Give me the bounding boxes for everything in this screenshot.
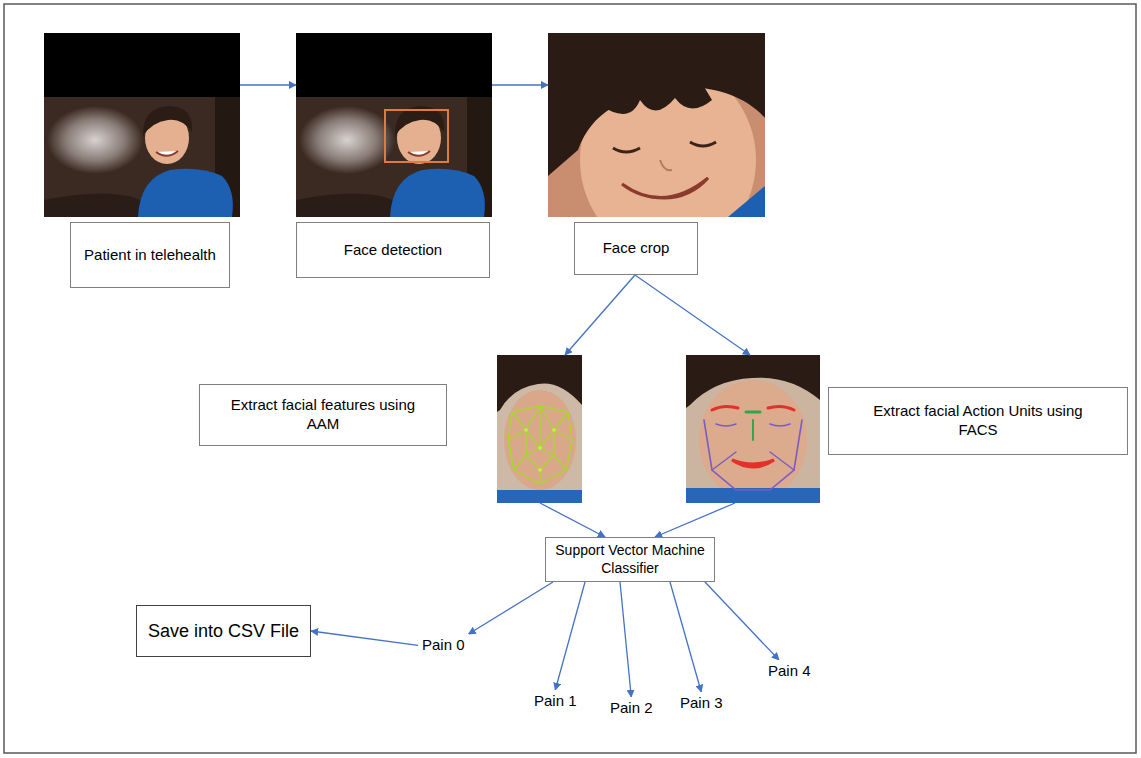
- arrow-connector: [620, 582, 631, 697]
- node-text: Face crop: [603, 239, 670, 258]
- feature-step: Extract facial features using AAM: [199, 355, 582, 503]
- node-text: Pain 0: [422, 636, 465, 655]
- node-text: Pain 3: [680, 694, 723, 713]
- feature-step: Extract facial Action Units using FACS: [686, 355, 1128, 503]
- node-text: Extract facial Action Units using FACS: [857, 402, 1099, 440]
- pain-level: Pain 4: [764, 660, 815, 683]
- node-text: Support Vector Machine Classifier: [552, 542, 708, 577]
- arrow-connector: [469, 582, 553, 634]
- classifier-box: Support Vector Machine Classifier: [545, 537, 715, 582]
- pain-level: Pain 0: [418, 634, 469, 657]
- node-text: Pain 4: [768, 662, 811, 681]
- caption-box: Extract facial Action Units using FACS: [828, 387, 1128, 455]
- arrow-connector: [655, 503, 735, 537]
- node-text: Face detection: [344, 241, 442, 260]
- caption-box: Face crop: [574, 222, 698, 275]
- arrow-connector: [555, 582, 585, 690]
- arrow-connector: [540, 503, 605, 537]
- caption-box: Extract facial features using AAM: [199, 384, 447, 446]
- node-text: Patient in telehealth: [84, 246, 216, 265]
- arrow-connector: [492, 84, 548, 85]
- arrow-connector: [240, 84, 296, 85]
- output-box: Save into CSV File: [136, 605, 311, 657]
- caption-box: Face detection: [296, 222, 490, 278]
- arrow-connector: [670, 582, 701, 692]
- node-text: Pain 1: [534, 692, 577, 711]
- photo-step: Face crop: [548, 33, 765, 275]
- arrow-connector: [705, 582, 779, 660]
- caption-box: Patient in telehealth: [70, 222, 230, 288]
- arrow-connector: [635, 275, 750, 355]
- node-text: Extract facial features using AAM: [214, 396, 432, 434]
- node-text: Pain 2: [610, 699, 653, 718]
- pain-level: Pain 3: [676, 692, 727, 715]
- arrow-connector: [311, 631, 418, 645]
- photo-step: Patient in telehealth: [44, 33, 240, 288]
- pain-level: Pain 2: [606, 697, 657, 720]
- photo-step: Face detection: [296, 33, 492, 278]
- node-text: Save into CSV File: [148, 620, 299, 643]
- arrow-connector: [565, 275, 635, 355]
- pain-level: Pain 1: [530, 690, 581, 713]
